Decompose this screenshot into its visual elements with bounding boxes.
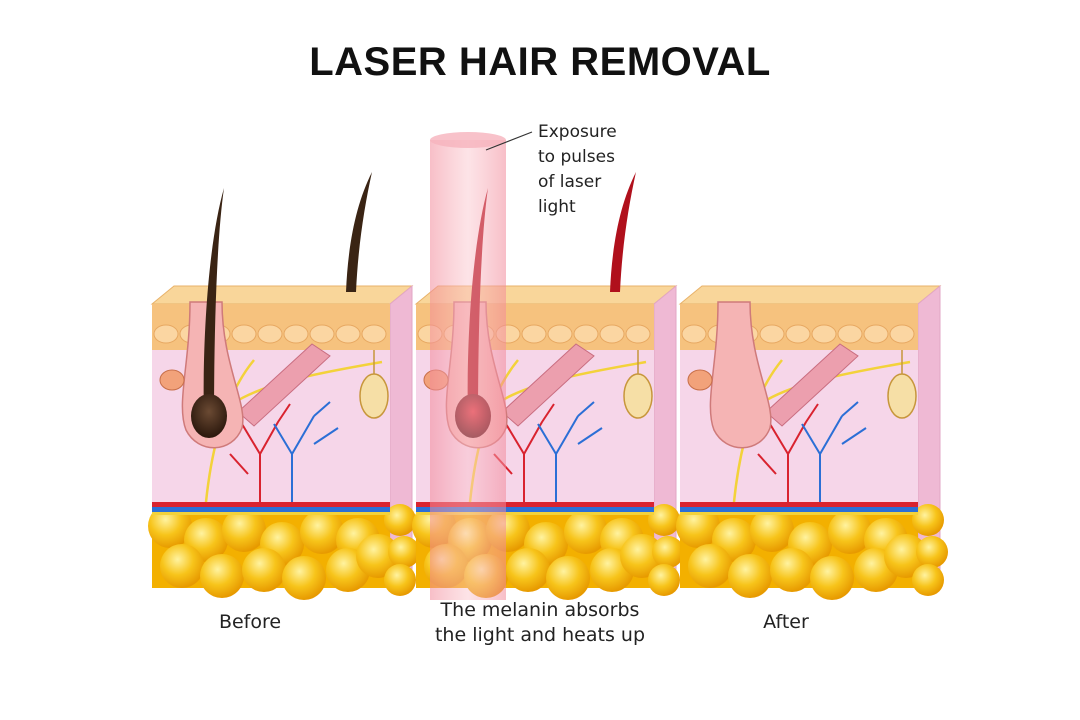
artery-band [152,502,390,507]
fat-cell [750,508,794,552]
second-hair [346,172,372,292]
skin-cell [573,324,599,344]
sebaceous-gland [687,369,713,391]
laser-beam [430,132,506,600]
skin-block-after [676,284,948,600]
skin-cell [811,324,837,344]
skin-cell [889,324,915,344]
skin-cell [837,324,863,344]
fat-cell [688,544,732,588]
fat-cell [506,548,550,592]
fat-cell [384,564,416,596]
skin-cell [625,324,651,344]
fat-cell [912,564,944,596]
sweat-gland [623,373,653,419]
vein-band [416,507,654,512]
skin-cell [785,324,811,344]
fat-cell [648,504,680,536]
fat-cell [200,554,244,598]
hair-shaft [203,188,224,422]
nerve-band [680,512,918,515]
skin-cell [257,324,283,344]
capillary [273,401,339,502]
fat-cell [728,554,772,598]
fat-cell [356,534,400,578]
skin-cell [599,324,625,344]
nerve-band [152,512,390,515]
vein-band [680,507,918,512]
fat-cell [160,544,204,588]
nerve-band [416,512,654,515]
callout-line: to pulses [538,147,615,167]
sebaceous-gland [159,369,185,391]
fat-cell [828,510,872,554]
artery-band [416,502,654,507]
fat-cell [384,504,416,536]
skin-block-before [148,172,420,600]
fat-cell [564,510,608,554]
artery-band [680,502,918,507]
caption-line: After [763,611,809,633]
skin-cell [153,324,179,344]
capillary [493,403,555,502]
fat-cell [300,510,344,554]
fat-cell [916,536,948,568]
laser-callout: Exposure to pulses of laser light [538,120,617,220]
arrector-muscle [765,343,859,427]
fat-cell [546,556,590,600]
fat-cell [388,536,420,568]
skin-cell [547,324,573,344]
arrector-muscle [237,343,331,427]
sweat-gland [359,373,389,419]
caption-line: The melanin absorbs [440,599,640,621]
fat-cell [242,548,286,592]
callout-line: light [538,197,576,217]
skin-cell [309,324,335,344]
capillary [757,403,819,502]
skin-cell [361,324,387,344]
callout-line: of laser [538,172,602,192]
laser-top [430,132,506,148]
skin-cell [283,324,309,344]
fat-cell [912,504,944,536]
fat-cell [222,508,266,552]
laser-column [430,140,506,600]
hair-follicle [709,301,772,449]
arrector-muscle [501,343,595,427]
callout-line: Exposure [538,122,617,142]
caption-during: The melanin absorbs the light and heats … [390,598,690,648]
diagram-title: LASER HAIR REMOVAL [309,40,771,84]
fat-cell [770,548,814,592]
callout-leader [485,131,533,151]
skin-cell [231,324,257,344]
second-hair [610,172,636,292]
skin-cell [759,324,785,344]
fat-cell [884,534,928,578]
hair-bulb [191,394,227,438]
caption-line: Before [218,611,282,633]
capillary [229,403,291,502]
caption-after: After [686,610,886,635]
skin-cell [863,324,889,344]
fat-cell [810,556,854,600]
skin-cell [681,324,707,344]
caption-line: the light and heats up [434,624,646,646]
fat-cell [652,536,684,568]
fat-cell [282,556,326,600]
caption-before: Before [150,610,350,635]
capillary [801,401,867,502]
fat-cell [620,534,664,578]
vein-band [152,507,390,512]
capillary [537,401,603,502]
skin-cell [335,324,361,344]
skin-cell [521,324,547,344]
fat-cell [648,564,680,596]
sweat-gland [887,373,917,419]
